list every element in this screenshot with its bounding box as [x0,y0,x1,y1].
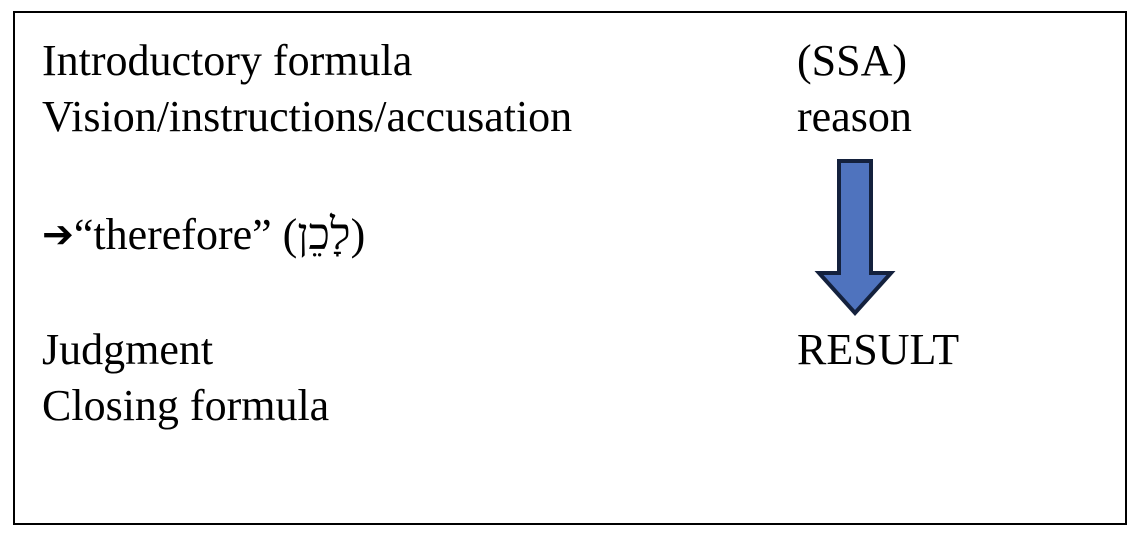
diagram-frame [13,11,1127,525]
introductory-formula-label: Introductory formula [42,36,413,85]
vision-instructions-accusation-label: Vision/instructions/accusation [42,92,573,141]
down-arrow-icon [814,159,896,316]
result-label: RESULT [797,325,960,374]
right-arrow-icon: ➔ [42,212,74,256]
judgment-label: Judgment [42,325,214,374]
closing-formula-label: Closing formula [42,381,330,430]
therefore-row: ➔“therefore” (לָכֵן) [42,206,365,263]
reason-label: reason [797,92,912,141]
therefore-label: “therefore” (לָכֵן) [73,210,366,259]
ssa-label: (SSA) [797,36,908,85]
